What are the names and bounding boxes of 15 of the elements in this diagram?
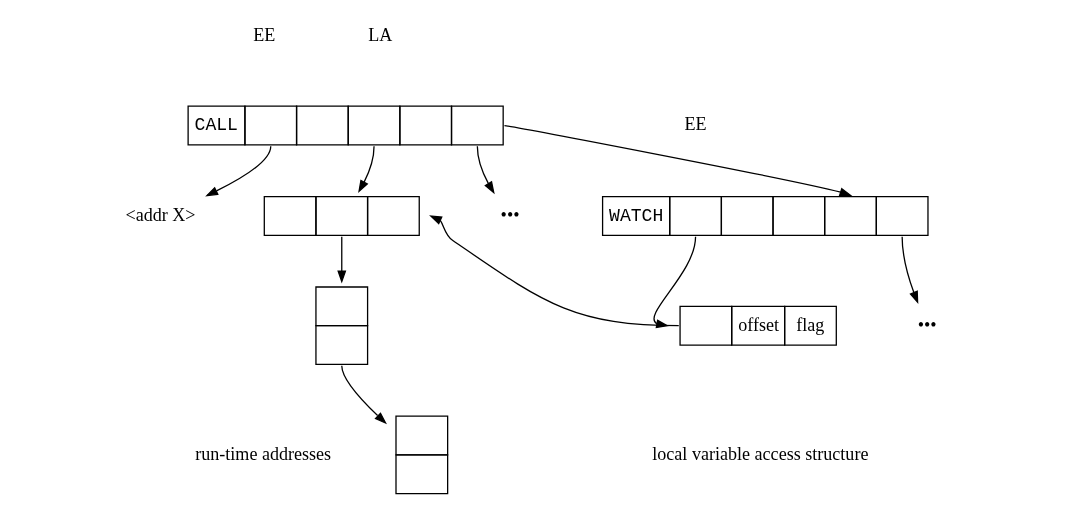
node-text: ••• [917, 314, 937, 335]
arrow [340, 365, 387, 425]
label: local variable access structure [651, 443, 868, 464]
label: run-time addresses [194, 443, 331, 464]
arrow [357, 145, 375, 193]
arrow [503, 124, 852, 197]
arrow [901, 236, 918, 305]
arrow [336, 236, 346, 284]
node-text: ••• [500, 204, 520, 225]
label: EE [684, 114, 707, 135]
label: LA [367, 25, 392, 46]
arrow [204, 145, 271, 197]
label: EE [252, 25, 275, 46]
node-text: <addr X> [124, 204, 196, 225]
arrow [476, 145, 495, 195]
